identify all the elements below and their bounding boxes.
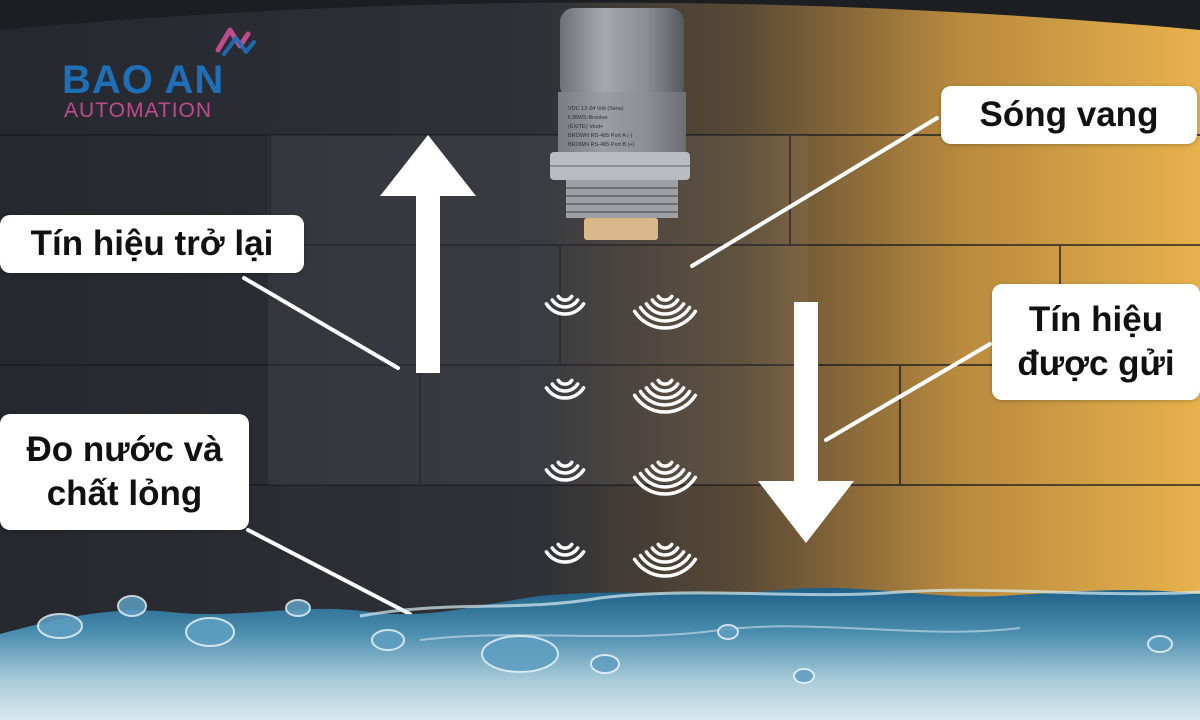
sound-wave-icon: [632, 460, 698, 496]
brand-logo: BAO AN AUTOMATION: [62, 24, 262, 124]
sound-wave-arc: [544, 386, 586, 400]
logo-mark-icon: [215, 27, 256, 56]
callout-return-signal: Tín hiệu trở lại: [0, 215, 304, 273]
sound-wave-icon: [544, 294, 586, 316]
svg-text:(EX/TE) Vout+: (EX/TE) Vout+: [568, 124, 603, 130]
tank-top-edge: [0, 0, 1200, 30]
water-surface-icon: [0, 587, 1200, 720]
sound-wave-arc: [556, 542, 574, 550]
callout-measurement-line1: Đo nước và: [26, 430, 223, 470]
tank-panel-highlight: [268, 135, 808, 485]
sound-wave-arc: [632, 309, 698, 330]
sound-wave-arc: [644, 468, 686, 482]
svg-text:BROWN RS-485 Port A (-): BROWN RS-485 Port A (-): [568, 133, 633, 139]
sound-wave-arc: [656, 460, 674, 468]
sound-wave-group: [544, 294, 698, 578]
logo-name-top: BAO AN: [62, 58, 225, 102]
sound-wave-arc: [638, 305, 692, 323]
sound-wave-arc: [544, 468, 586, 482]
sound-wave-arc: [644, 302, 686, 316]
callout-measurement: Đo nước và chất lỏng: [0, 414, 249, 530]
sound-wave-arc: [656, 542, 674, 550]
sound-wave-arc: [656, 294, 674, 302]
sound-wave-arc: [656, 378, 674, 386]
callout-sent-signal: Tín hiệu được gửi: [992, 284, 1200, 400]
sound-wave-icon: [544, 460, 586, 482]
callout-pointer-lines: [242, 116, 992, 616]
sound-wave-arc: [638, 471, 692, 489]
svg-text:VDC 12-24 Volt (Sens): VDC 12-24 Volt (Sens): [568, 106, 624, 112]
sound-wave-icon: [544, 542, 586, 564]
sound-wave-arc: [544, 302, 586, 316]
logo-name-bottom: AUTOMATION: [64, 99, 213, 122]
callout-sent-signal-line2: được gửi: [1017, 344, 1175, 383]
sensor-label: VDC 12-24 Volt (Sens) FJBWS-Brooker (EX/…: [568, 106, 635, 148]
svg-text:FJBWS-Brooker: FJBWS-Brooker: [568, 115, 608, 121]
sound-wave-arc: [638, 389, 692, 407]
callout-echo: Sóng vang: [941, 86, 1197, 144]
sound-wave-arc: [650, 382, 680, 393]
sound-wave-arc: [556, 378, 574, 386]
sound-wave-arc: [550, 298, 580, 309]
sound-wave-arc: [550, 546, 580, 557]
sound-wave-arc: [650, 298, 680, 309]
callout-return-signal-text: Tín hiệu trở lại: [30, 224, 274, 264]
sound-wave-arc: [644, 550, 686, 564]
sound-wave-arc: [644, 386, 686, 400]
sound-wave-arc: [632, 393, 698, 414]
sound-wave-arc: [650, 546, 680, 557]
sound-wave-icon: [632, 294, 698, 330]
ultrasonic-sensor-icon: VDC 12-24 Volt (Sens) FJBWS-Brooker (EX/…: [550, 8, 690, 240]
sound-wave-arc: [544, 550, 586, 564]
sound-wave-arc: [550, 382, 580, 393]
sound-wave-arc: [632, 557, 698, 578]
arrow-down-icon: [758, 302, 854, 543]
sound-wave-icon: [632, 378, 698, 414]
sound-wave-arc: [556, 460, 574, 468]
sound-wave-icon: [544, 378, 586, 400]
callout-echo-text: Sóng vang: [979, 95, 1159, 135]
sound-wave-arc: [638, 553, 692, 571]
svg-text:BROWN RS-485 Port B (+): BROWN RS-485 Port B (+): [568, 142, 635, 148]
sound-wave-arc: [632, 475, 698, 496]
sound-wave-arc: [556, 294, 574, 302]
callout-measurement-line2: chất lỏng: [46, 474, 203, 513]
sound-wave-icon: [632, 542, 698, 578]
sound-wave-arc: [550, 464, 580, 475]
sound-wave-arc: [650, 464, 680, 475]
callout-sent-signal-line1: Tín hiệu: [1028, 300, 1164, 340]
arrow-up-icon: [380, 135, 476, 373]
